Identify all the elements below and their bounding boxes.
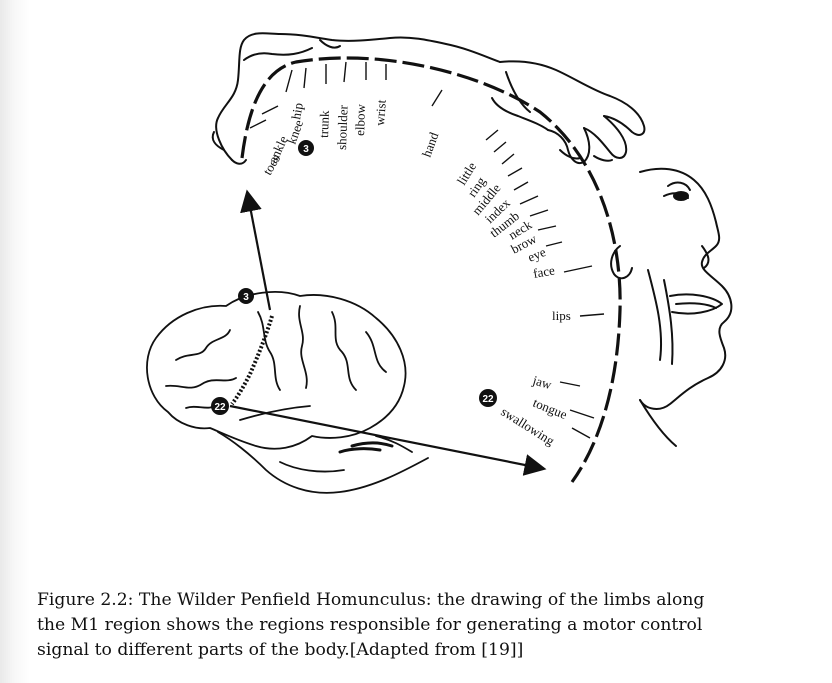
- svg-text:22: 22: [482, 394, 494, 405]
- label-shoulder: shoulder: [334, 104, 351, 150]
- badge-top-knee: 3: [298, 140, 314, 156]
- homunculus-figure: toes ankle knee hip trunk shoulder elbow…: [0, 0, 832, 560]
- label-trunk: trunk: [316, 110, 332, 138]
- badge-bottom-brain: 22: [211, 397, 229, 415]
- caption-line-1: Figure 2.2: The Wilder Penfield Homuncul…: [37, 588, 832, 613]
- badge-top-brain: 3: [238, 288, 254, 304]
- label-hip: hip: [288, 102, 306, 121]
- figure-caption: Figure 2.2: The Wilder Penfield Homuncul…: [37, 588, 832, 663]
- label-wrist: wrist: [372, 99, 389, 126]
- face-sketch: [611, 169, 731, 446]
- badge-bottom-arc: 22: [479, 389, 497, 407]
- label-jaw: jaw: [530, 372, 554, 392]
- brain-m1-strip: [232, 316, 272, 404]
- svg-text:3: 3: [243, 292, 249, 303]
- label-lips: lips: [552, 308, 571, 323]
- label-face: face: [532, 262, 556, 281]
- label-hand: hand: [419, 130, 442, 159]
- caption-line-3: signal to different parts of the body.[A…: [37, 638, 832, 663]
- svg-text:22: 22: [214, 402, 226, 413]
- hand-sketch: [492, 61, 644, 163]
- svg-text:3: 3: [303, 144, 309, 155]
- brain-sketch: [147, 292, 428, 493]
- arrow-to-mouth: [230, 406, 540, 468]
- label-elbow: elbow: [352, 103, 368, 136]
- label-tongue: tongue: [531, 395, 570, 422]
- caption-line-2: the M1 region shows the regions responsi…: [37, 613, 832, 638]
